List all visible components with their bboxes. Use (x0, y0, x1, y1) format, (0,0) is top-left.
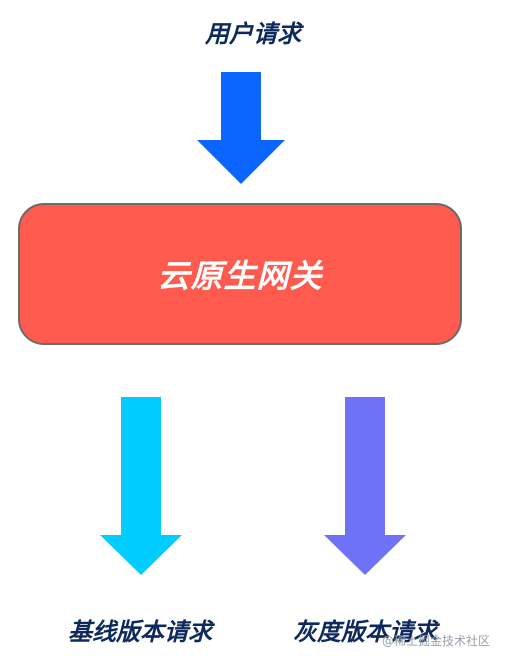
watermark: @稀土掘金技术社区 (381, 634, 490, 648)
right-arrow (324, 397, 406, 575)
top-arrow (197, 72, 285, 184)
user-request-label: 用户请求 (205, 20, 301, 48)
cloud-native-gateway-box: 云原生网关 (18, 203, 462, 345)
baseline-request-label: 基线版本请求 (68, 618, 212, 646)
gateway-label: 云原生网关 (157, 257, 323, 295)
canary-request-label: 灰度版本请求 (293, 618, 437, 646)
left-arrow (100, 397, 182, 575)
